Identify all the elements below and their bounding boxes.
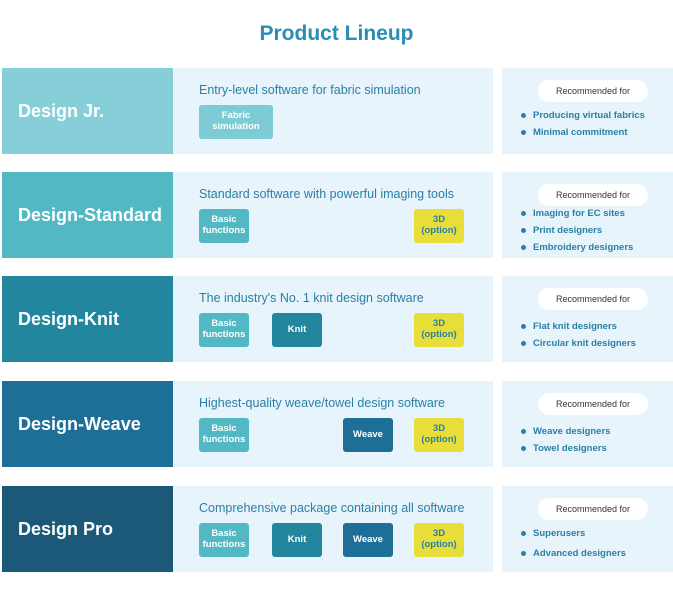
recommended-item: Minimal commitment — [521, 127, 645, 138]
product-description: Highest-quality weave/towel design softw… — [199, 396, 445, 410]
recommended-item: Circular knit designers — [521, 338, 636, 349]
tag-knit: Knit — [272, 523, 322, 557]
tag-basic-functions: Basic functions — [199, 209, 249, 243]
recommended-list: Imaging for EC sites Print designers Emb… — [521, 208, 633, 259]
product-name: Design Pro — [2, 486, 173, 572]
recommended-for-label: Recommended for — [538, 80, 648, 102]
product-description-panel: Highest-quality weave/towel design softw… — [173, 381, 493, 467]
recommended-item: Producing virtual fabrics — [521, 110, 645, 121]
product-description: The industry's No. 1 knit design softwar… — [199, 291, 424, 305]
recommended-for-label: Recommended for — [538, 288, 648, 310]
product-description-panel: Standard software with powerful imaging … — [173, 172, 493, 258]
product-name: Design-Standard — [2, 172, 173, 258]
recommended-panel: Recommended for Superusers Advanced desi… — [502, 486, 673, 572]
recommended-item: Towel designers — [521, 443, 610, 454]
recommended-for-label: Recommended for — [538, 498, 648, 520]
product-description: Comprehensive package containing all sof… — [199, 501, 465, 515]
tag-3d-option: 3D (option) — [414, 523, 464, 557]
recommended-panel: Recommended for Producing virtual fabric… — [502, 68, 673, 154]
tag-3d-option: 3D (option) — [414, 418, 464, 452]
product-row-design-jr: Design Jr. Entry-level software for fabr… — [2, 68, 673, 154]
recommended-list: Flat knit designers Circular knit design… — [521, 321, 636, 355]
product-name: Design Jr. — [2, 68, 173, 154]
tag-weave: Weave — [343, 523, 393, 557]
tag-weave: Weave — [343, 418, 393, 452]
recommended-list: Producing virtual fabrics Minimal commit… — [521, 110, 645, 144]
recommended-panel: Recommended for Weave designers Towel de… — [502, 381, 673, 467]
product-name: Design-Knit — [2, 276, 173, 362]
product-description-panel: The industry's No. 1 knit design softwar… — [173, 276, 493, 362]
recommended-for-label: Recommended for — [538, 393, 648, 415]
recommended-for-label: Recommended for — [538, 184, 648, 206]
product-row-design-pro: Design Pro Comprehensive package contain… — [2, 486, 673, 572]
product-row-design-weave: Design-Weave Highest-quality weave/towel… — [2, 381, 673, 467]
tag-3d-option: 3D (option) — [414, 313, 464, 347]
tag-knit: Knit — [272, 313, 322, 347]
product-description: Standard software with powerful imaging … — [199, 187, 454, 201]
recommended-item: Advanced designers — [521, 548, 626, 559]
product-description-panel: Entry-level software for fabric simulati… — [173, 68, 493, 154]
tag-basic-functions: Basic functions — [199, 313, 249, 347]
recommended-item: Weave designers — [521, 426, 610, 437]
page-title: Product Lineup — [259, 22, 414, 45]
product-row-design-standard: Design-Standard Standard software with p… — [2, 172, 673, 258]
recommended-item: Flat knit designers — [521, 321, 636, 332]
recommended-panel: Recommended for Imaging for EC sites Pri… — [502, 172, 673, 258]
recommended-list: Superusers Advanced designers — [521, 528, 626, 565]
tag-3d-option: 3D (option) — [414, 209, 464, 243]
recommended-item: Embroidery designers — [521, 242, 633, 253]
recommended-list: Weave designers Towel designers — [521, 426, 610, 460]
tag-fabric-simulation: Fabric simulation — [199, 105, 273, 139]
recommended-panel: Recommended for Flat knit designers Circ… — [502, 276, 673, 362]
product-description: Entry-level software for fabric simulati… — [199, 83, 421, 97]
recommended-item: Superusers — [521, 528, 626, 539]
product-name: Design-Weave — [2, 381, 173, 467]
recommended-item: Print designers — [521, 225, 633, 236]
tag-basic-functions: Basic functions — [199, 523, 249, 557]
tag-basic-functions: Basic functions — [199, 418, 249, 452]
product-row-design-knit: Design-Knit The industry's No. 1 knit de… — [2, 276, 673, 362]
recommended-item: Imaging for EC sites — [521, 208, 633, 219]
product-description-panel: Comprehensive package containing all sof… — [173, 486, 493, 572]
